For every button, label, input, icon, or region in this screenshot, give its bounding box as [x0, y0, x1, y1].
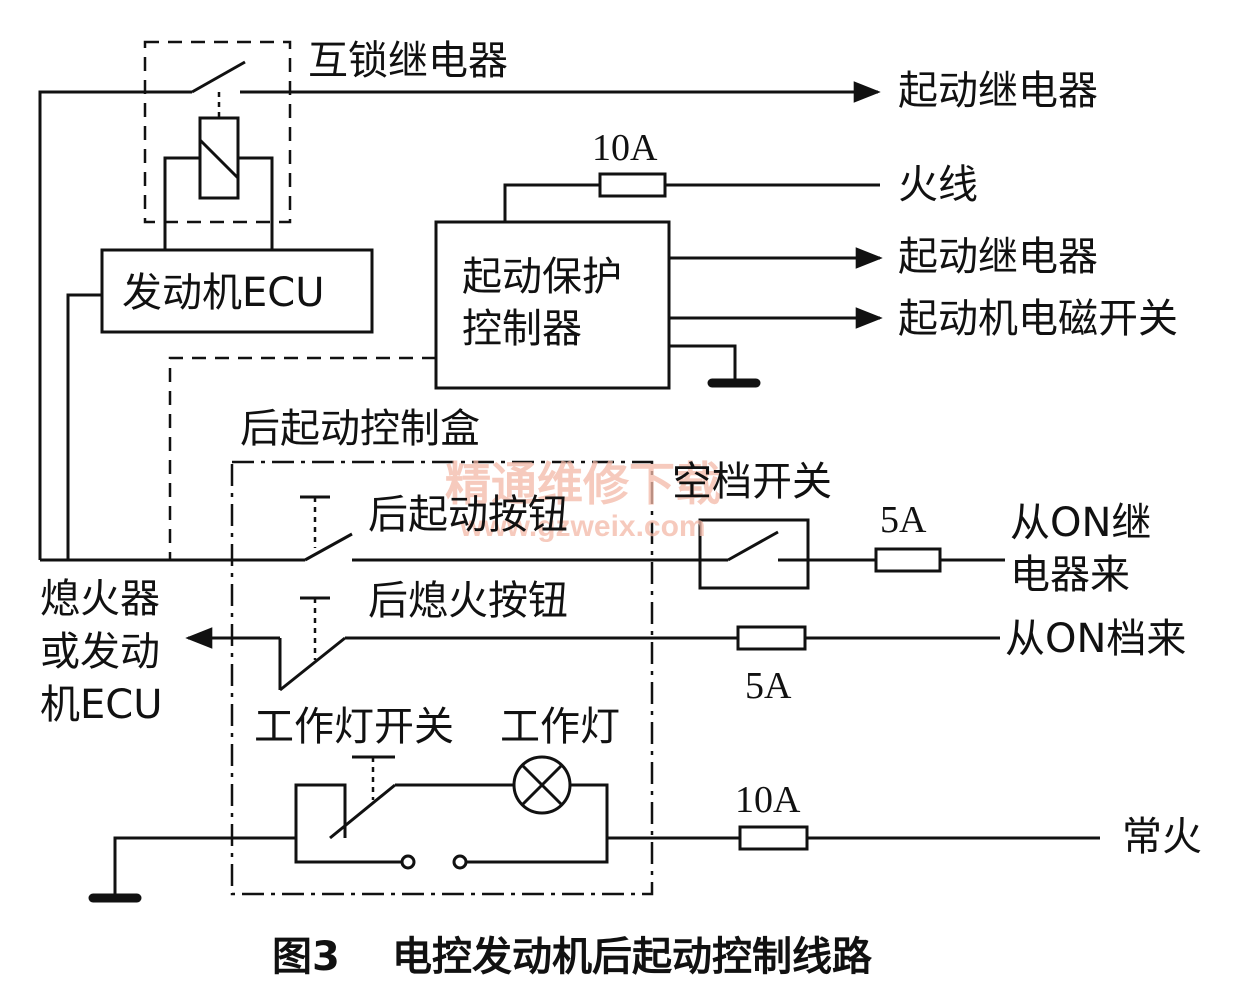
label-start-protect-2: 控制器: [462, 306, 582, 352]
label-shutoff-1: 熄火器: [40, 576, 160, 622]
label-rear-stop-button: 后熄火按钮: [368, 578, 568, 624]
label-live-wire-fuse: 10A: [592, 127, 658, 169]
interlock-relay-enclosure: [143, 40, 292, 224]
rear-start-control-box: [230, 460, 654, 896]
label-start-relay-1: 起动继电器: [898, 68, 1098, 114]
caption-title: 电控发动机后起动控制线路: [392, 934, 873, 980]
label-work-light-switch: 工作灯开关: [254, 704, 454, 750]
label-work-light: 工作灯: [500, 704, 620, 750]
label-interlock-relay: 互锁继电器: [308, 38, 508, 84]
label-start-protect-1: 起动保护: [462, 254, 622, 300]
label-from-on-position: 从ON档来: [1005, 616, 1186, 662]
rear-start-button-contact: [304, 532, 353, 562]
watermark-url: www.gzweix.com: [459, 510, 706, 543]
label-rear-start-box: 后起动控制盒: [240, 406, 480, 452]
label-rear-start-button: 后起动按钮: [368, 492, 568, 538]
label-shutoff-3: 机ECU: [40, 682, 162, 728]
caption-figure-no: 图3: [272, 934, 340, 980]
label-on-position-fuse: 5A: [745, 665, 792, 707]
start-protect-controller-box: [434, 220, 671, 390]
label-constant-power: 常火: [1122, 814, 1202, 860]
live-wire-fuse: [598, 172, 667, 198]
label-live-wire: 火线: [898, 162, 978, 208]
label-constant-fuse: 10A: [735, 779, 801, 821]
label-from-on-relay-1: 从ON继: [1010, 500, 1151, 546]
engine-ecu-box: [100, 248, 374, 334]
label-engine-ecu: 发动机ECU: [122, 270, 324, 316]
work-light-switch-contact: [329, 783, 396, 840]
label-starter-solenoid: 起动机电磁开关: [898, 296, 1178, 342]
label-start-relay-2: 起动继电器: [898, 234, 1098, 280]
label-from-on-relay-2: 电器来: [1010, 552, 1130, 598]
rear-stop-button-contact: [279, 636, 346, 692]
constant-fuse: [738, 825, 809, 851]
on-position-fuse: [736, 625, 807, 651]
label-on-relay-fuse: 5A: [880, 499, 927, 541]
label-shutoff-2: 或发动: [40, 629, 160, 675]
watermark-cn: 精通维修下载: [445, 457, 721, 511]
neutral-switch-box: [698, 518, 810, 590]
on-relay-fuse: [874, 547, 942, 573]
interlock-relay-contact: [191, 60, 246, 94]
label-neutral-switch: 空档开关: [672, 459, 832, 505]
